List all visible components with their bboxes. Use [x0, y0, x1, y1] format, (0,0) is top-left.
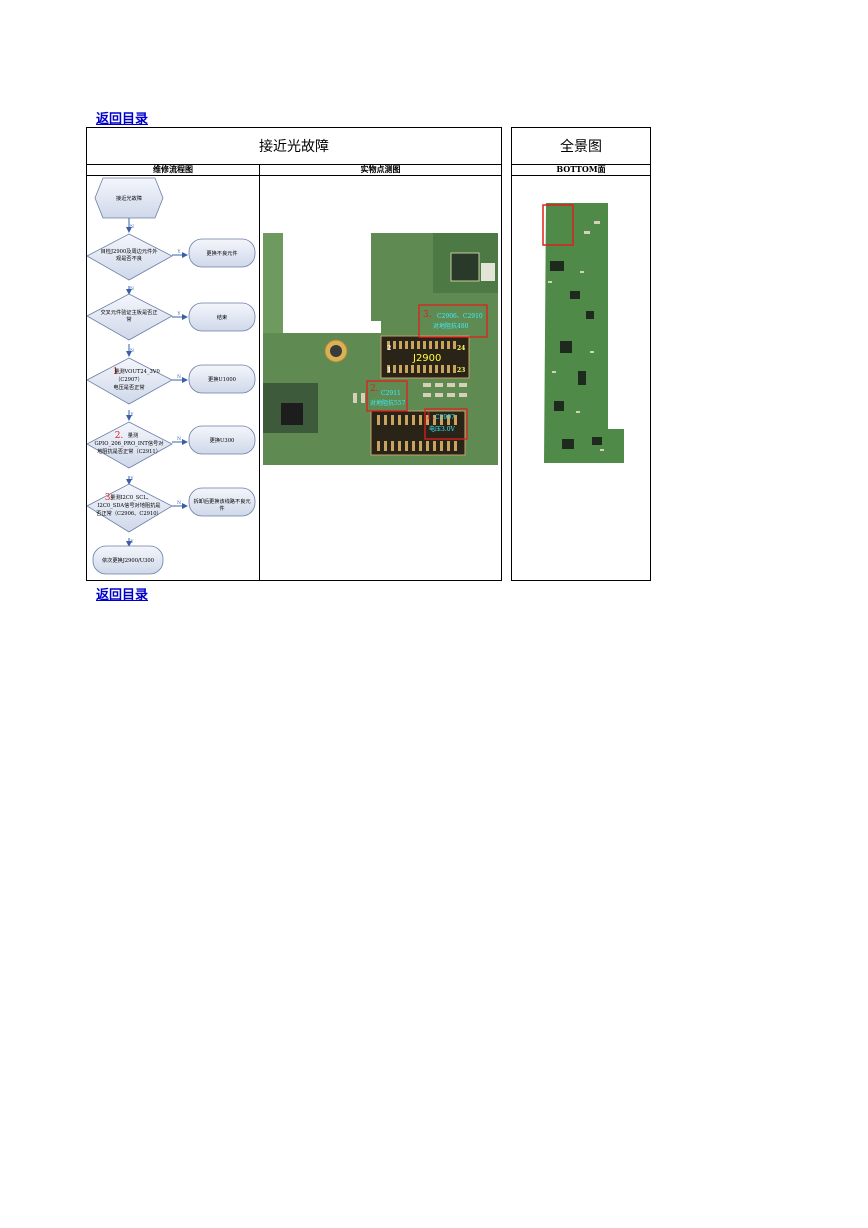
step-number: 2. — [115, 431, 124, 441]
result-5 — [188, 487, 256, 517]
svg-text:Y: Y — [177, 311, 182, 317]
svg-text:Y: Y — [177, 249, 182, 255]
pcb-test-point-photo: 2 24 1 23 J2900 3. C2906、C2910 对地阻抗480 2… — [263, 233, 498, 485]
decision-5-label: 否正常（C2906、C2910） — [96, 509, 161, 517]
end-node-label: 依次更换J2900/U300 — [102, 556, 154, 564]
highlight-region — [542, 204, 574, 246]
result-5-label: 件 — [219, 504, 224, 512]
svg-text:N: N — [130, 348, 134, 354]
result-2-label: 结束 — [217, 313, 227, 321]
decision-3 — [87, 357, 173, 405]
result-4 — [188, 425, 256, 455]
svg-text:N: N — [177, 500, 181, 506]
decision-2-label: 常 — [126, 315, 131, 323]
pin-label: 23 — [457, 367, 465, 374]
start-node — [94, 177, 164, 219]
decision-4-label: 量测 — [128, 431, 138, 439]
svg-text:1.: 1. — [426, 412, 435, 422]
svg-text:2.: 2. — [370, 384, 379, 394]
result-3 — [188, 364, 256, 394]
svg-text:N: N — [130, 286, 134, 292]
decision-3-label: 量测VOUT24_3V0 — [114, 367, 160, 375]
decision-4 — [87, 421, 173, 469]
pin-label: 2 — [387, 345, 391, 352]
annotation-1-box — [424, 408, 468, 440]
lower-connector — [370, 410, 466, 456]
svg-text:Y: Y — [130, 476, 135, 482]
decision-3-label: 电压是否正常 — [113, 383, 144, 391]
board-bottom-view — [542, 203, 624, 463]
photo-column-header: 实物点测图 — [260, 164, 501, 176]
decision-1-label: 观是否不良 — [116, 254, 142, 262]
annotation-2-box — [366, 380, 408, 412]
overview-title: 全景图 — [512, 128, 650, 165]
annotation-3-label: C2906、C2910 — [437, 313, 483, 320]
result-1 — [188, 238, 256, 268]
end-node — [92, 545, 164, 575]
svg-text:Y: Y — [130, 412, 135, 418]
connector-label: J2900 — [412, 353, 441, 364]
flow-column-header: 维修流程图 — [87, 164, 260, 176]
overview-subtitle: BOTTOM面 — [512, 164, 650, 176]
decision-1 — [87, 233, 173, 281]
pin-label: 24 — [457, 345, 465, 352]
svg-text:Y: Y — [130, 539, 135, 545]
back-to-contents-link-top[interactable]: 返回目录 — [96, 112, 149, 127]
decision-3-label: （C2907） — [115, 376, 143, 383]
decision-5-label: 量测I2C0_SCL、 — [110, 493, 152, 501]
svg-text:N: N — [177, 374, 181, 380]
pin-label: 1 — [387, 367, 391, 374]
annotation-2-label: C2911 — [381, 390, 401, 397]
decision-5-label: I2C0_SDA信号对地阻抗是 — [98, 501, 161, 509]
decision-4-label: GPIO_206_PRO_INT信号对 — [95, 439, 164, 447]
result-2 — [188, 302, 256, 332]
svg-text:N: N — [130, 224, 134, 230]
decision-2 — [87, 293, 173, 341]
result-1-label: 更换不良元件 — [206, 249, 237, 257]
decision-5 — [87, 483, 173, 533]
back-to-contents-link-bottom[interactable]: 返回目录 — [96, 588, 149, 603]
proximity-fault-panel: 接近光故障 维修流程图 实物点测图 — [86, 127, 502, 581]
annotation-3-label: 对地阻抗480 — [433, 322, 469, 330]
annotation-2-label: 对地阻抗557 — [370, 399, 406, 407]
board-cutout — [283, 233, 381, 333]
svg-text:N: N — [177, 436, 181, 442]
annotation-1-label: C2907 — [435, 414, 455, 421]
panel-title: 接近光故障 — [87, 128, 501, 165]
svg-text:3.: 3. — [423, 310, 432, 320]
step-number: 1. — [113, 367, 122, 377]
annotation-1-label: 电压3.0V — [429, 425, 456, 433]
step-number: 3. — [105, 493, 114, 503]
decision-2-label: 交叉元件验证主板是否正 — [100, 308, 157, 316]
repair-flowchart: 接近光故障 目检J2900及周边元件外 观是否不良 交叉元件验证主板是否正 常 … — [87, 177, 256, 575]
result-4-label: 更换U300 — [210, 436, 235, 444]
start-node-label: 接近光故障 — [116, 194, 142, 202]
decision-4-label: 地阻抗是否正常（C2911） — [97, 447, 161, 455]
decision-1-label: 目检J2900及周边元件外 — [101, 247, 158, 255]
result-3-label: 更换U1000 — [208, 375, 236, 383]
j2900-connector — [380, 335, 470, 379]
column-divider — [259, 164, 260, 580]
overview-panel: 全景图 BOTTOM面 — [511, 127, 651, 581]
annotation-3-box — [418, 304, 488, 338]
result-5-label: 拆卸后更换该线路不良元 — [193, 497, 250, 505]
